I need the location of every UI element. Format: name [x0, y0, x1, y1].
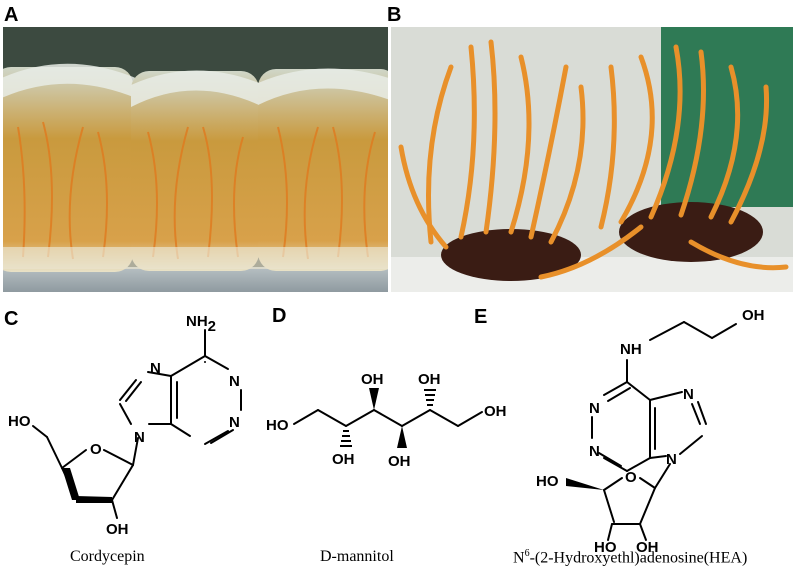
atom-n3-hea: N — [589, 443, 600, 460]
atom-ho-hea: HO — [536, 473, 559, 490]
jar-right — [258, 68, 388, 271]
atom-nh: NH — [620, 341, 642, 358]
atom-n7-hea: N — [683, 386, 694, 403]
atom-n3: N — [229, 414, 240, 431]
atom-n1-hea: N — [589, 400, 600, 417]
atom-n7: N — [150, 360, 161, 377]
photo-wild-cordyceps — [391, 27, 793, 292]
panel-letter-a: A — [4, 4, 19, 26]
atom-oh: OH — [106, 521, 129, 538]
atom-oh-c4: OH — [388, 453, 411, 470]
atom-n9-hea: N — [666, 451, 677, 468]
caption-hea-superscript: 6 — [524, 548, 530, 559]
atom-n1: N — [229, 373, 240, 390]
atom-oh-c2: OH — [332, 451, 355, 468]
atom-oh-c5: OH — [418, 371, 441, 388]
panel-letter-d: D — [272, 305, 287, 327]
atom-ho-c1: HO — [266, 417, 289, 434]
caption-hea-prefix: N — [513, 549, 525, 567]
atom-o-ring: O — [90, 441, 102, 458]
fruiting-bodies — [398, 39, 789, 280]
atom-ho-c3-hea: HO — [594, 539, 617, 552]
atom-oh-sidechain: OH — [742, 307, 765, 324]
structure-cordycepin: NH2 N N N N O HO OH — [8, 313, 242, 538]
structure-mannitol: HO OH OH OH OH OH — [266, 371, 507, 470]
caption-hea: N6-(2-Hydroxyethl)adenosine(HEA) — [513, 548, 747, 567]
caption-mannitol: D-mannitol — [320, 548, 394, 565]
photo-jars — [3, 27, 388, 292]
atom-oh-c3: OH — [361, 371, 384, 388]
jar-middle — [131, 70, 259, 271]
atom-oh-c2-hea: OH — [636, 539, 659, 552]
panel-letter-e: E — [474, 306, 488, 328]
larva-right — [619, 202, 763, 262]
jar-left — [3, 63, 138, 272]
panel-letter-b: B — [387, 4, 402, 26]
atom-oh-c6: OH — [484, 403, 507, 420]
larva-left — [441, 229, 581, 281]
caption-hea-rest: -(2-Hydroxyethl)adenosine(HEA) — [529, 549, 748, 567]
jars-illustration — [3, 27, 388, 292]
wild-cordyceps-illustration — [391, 27, 793, 292]
atom-ho: HO — [8, 413, 31, 430]
fungus-strands-jars — [17, 121, 376, 260]
atom-nh2: NH2 — [186, 313, 216, 335]
caption-cordycepin: Cordycepin — [70, 548, 145, 565]
structure-hea: OH NH N N N N O HO HO OH — [536, 307, 765, 552]
atom-o-ring-hea: O — [625, 469, 637, 486]
panel-letter-c: C — [4, 308, 19, 330]
atom-n9: N — [134, 429, 145, 446]
